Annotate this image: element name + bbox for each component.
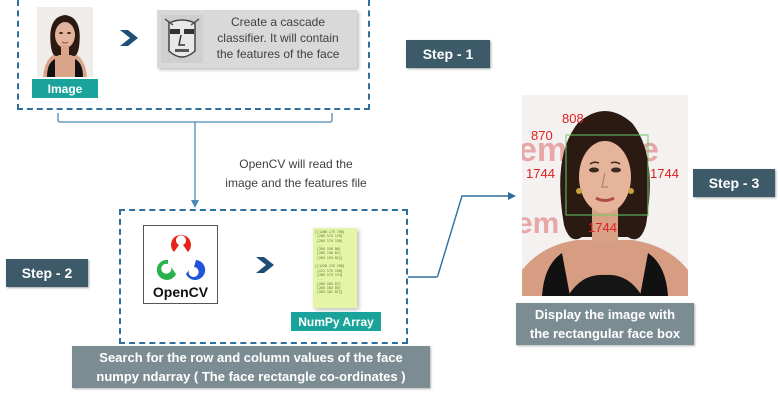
step1-container <box>17 0 370 110</box>
haar-features-face-icon <box>161 15 203 63</box>
chevron-right-icon <box>256 257 274 273</box>
cascade-classifier-text: Create a cascade classifier. It will con… <box>216 15 340 61</box>
image-label: Image <box>32 79 98 98</box>
coord-bottom: 1744 <box>588 220 617 235</box>
opencv-logo-text: OpenCV <box>152 284 209 300</box>
portrait-thumbnail <box>37 7 93 77</box>
numpy-array-label: NumPy Array <box>291 312 381 331</box>
step-3-badge: Step - 3 <box>693 169 775 197</box>
coord-top: 808 <box>562 111 584 126</box>
display-description: Display the image with the rectangular f… <box>516 303 694 345</box>
step-1-badge: Step - 1 <box>406 40 490 68</box>
cascade-classifier-box: Create a cascade classifier. It will con… <box>157 10 357 68</box>
coord-left: 1744 <box>526 166 555 181</box>
opencv-logo: OpenCV <box>143 225 218 304</box>
connector-note: OpenCV will read the image and the featu… <box>225 157 367 190</box>
opencv-rings-icon <box>156 234 206 280</box>
svg-text:em: em <box>522 207 559 240</box>
numpy-array-values: [[1206 175 756] [205 174 176] [205 174 1… <box>313 228 357 308</box>
chevron-right-icon <box>120 30 138 46</box>
coord-right: 1744 <box>650 166 679 181</box>
result-photo: em em e e <box>522 95 688 296</box>
step-2-badge: Step - 2 <box>6 259 88 287</box>
search-description: Search for the row and column values of … <box>72 346 430 388</box>
step2-container <box>119 209 408 344</box>
face-photo-illustration: em em e e <box>522 95 688 296</box>
svg-text:em: em <box>522 131 567 169</box>
coord-top-left: 870 <box>531 128 553 143</box>
